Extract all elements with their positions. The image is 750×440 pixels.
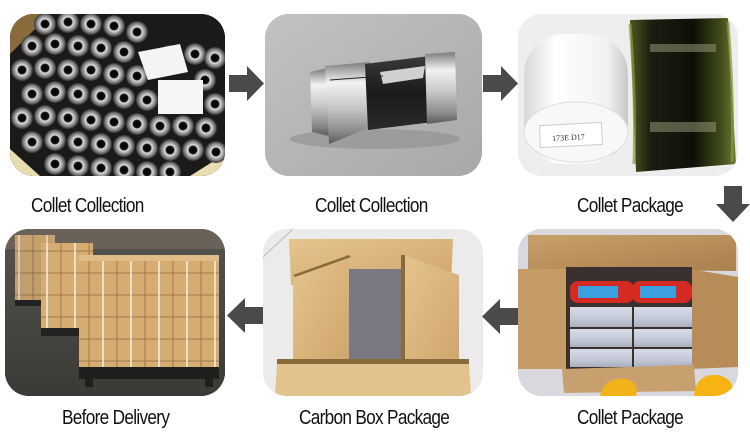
step-caption: Collet Package bbox=[577, 195, 684, 217]
arrow-right-icon bbox=[229, 66, 265, 101]
empty-carton-box-photo bbox=[263, 229, 483, 396]
arrow-left-icon bbox=[227, 298, 263, 333]
collets-in-crate-photo bbox=[10, 14, 225, 176]
palletized-cartons-warehouse-photo bbox=[5, 229, 225, 396]
step-caption: Collet Collection bbox=[315, 195, 428, 217]
arrow-right-icon bbox=[483, 66, 519, 101]
collets-in-cardboard-box-photo bbox=[518, 229, 738, 396]
arrow-down-icon bbox=[716, 186, 750, 222]
tube-label: 173E D17 bbox=[552, 132, 585, 143]
step-caption: Collet Package bbox=[577, 407, 684, 429]
step-caption: Carbon Box Package bbox=[299, 407, 450, 429]
arrow-left-icon bbox=[482, 299, 518, 334]
single-collet-photo bbox=[265, 14, 482, 176]
step-caption: Collet Collection bbox=[31, 195, 144, 217]
step-caption: Before Delivery bbox=[62, 407, 170, 429]
white-tube-and-oiled-collet-photo: 173E D17 bbox=[518, 14, 738, 176]
